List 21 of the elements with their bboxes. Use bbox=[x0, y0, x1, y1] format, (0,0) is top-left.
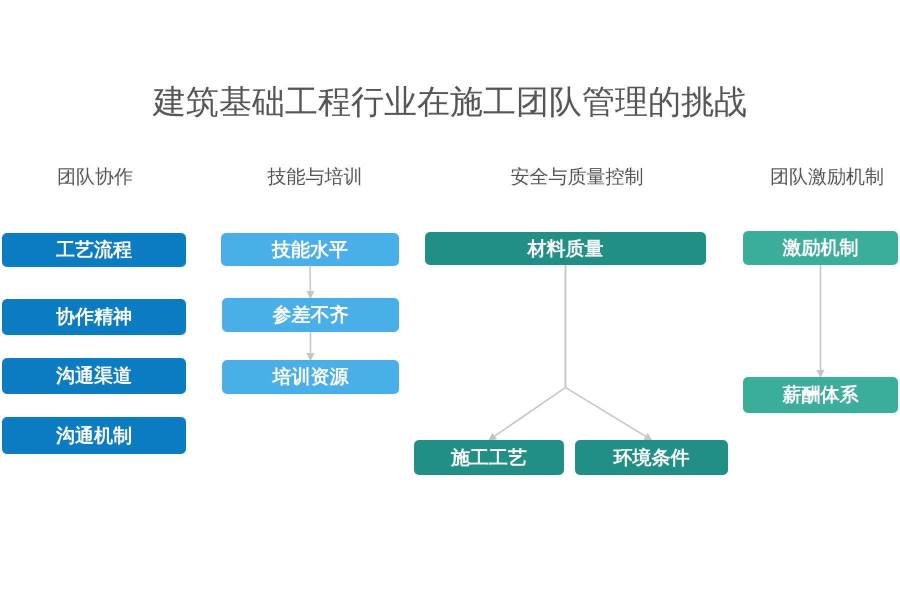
category-box: 环境条件 bbox=[575, 440, 728, 475]
column-heading: 技能与培训 bbox=[268, 165, 362, 190]
column-heading: 团队协作 bbox=[57, 165, 133, 190]
arrow bbox=[306, 332, 314, 361]
category-box: 协作精神 bbox=[2, 299, 186, 335]
category-box: 薪酬体系 bbox=[743, 377, 898, 413]
category-box: 工艺流程 bbox=[2, 233, 186, 267]
title: 建筑基础工程行业在施工团队管理的挑战 bbox=[152, 81, 748, 123]
category-box: 材料质量 bbox=[425, 232, 706, 265]
column-heading: 团队激励机制 bbox=[770, 165, 884, 190]
arrow bbox=[816, 265, 824, 378]
category-box: 沟通机制 bbox=[2, 417, 186, 454]
category-box: 参差不齐 bbox=[222, 298, 399, 332]
category-box: 技能水平 bbox=[221, 233, 399, 266]
category-box: 沟通渠道 bbox=[2, 358, 186, 394]
arrow bbox=[306, 266, 314, 299]
category-box: 施工工艺 bbox=[414, 440, 564, 475]
category-box: 培训资源 bbox=[222, 360, 399, 394]
arrow bbox=[564, 265, 652, 441]
category-box: 激励机制 bbox=[743, 231, 898, 265]
column-heading: 安全与质量控制 bbox=[510, 165, 644, 190]
